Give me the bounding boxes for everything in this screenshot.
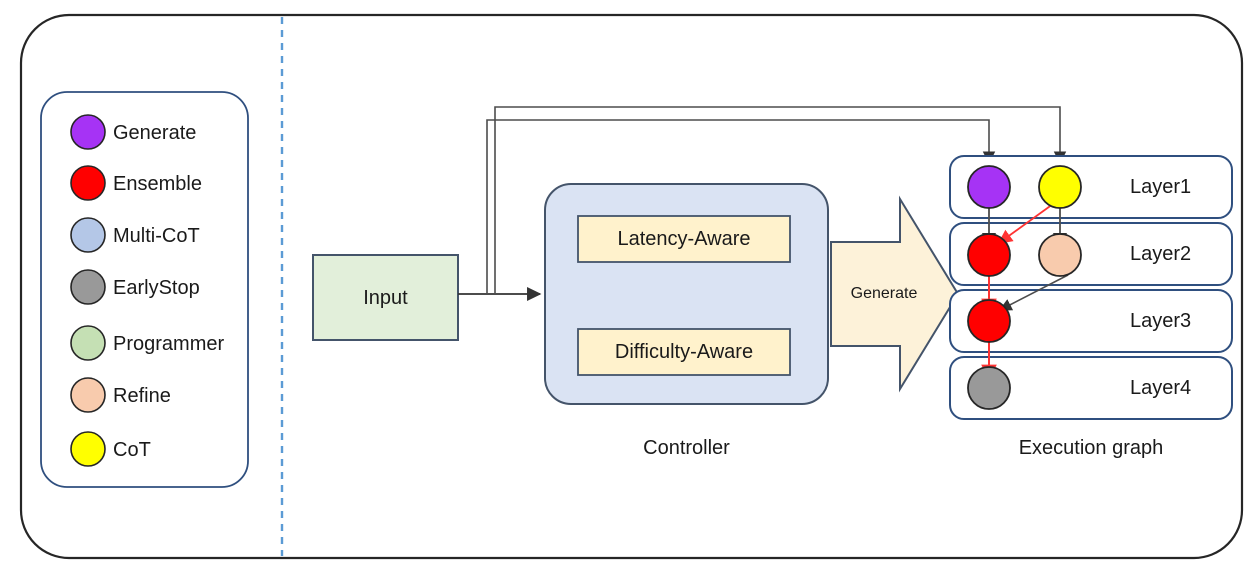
node-layer3-ensemble [967, 299, 1011, 343]
legend-label-programmer: Programmer [113, 333, 225, 355]
latency-aware-box [577, 215, 791, 263]
layer-panel-3 [949, 289, 1233, 353]
legend-dot-generate [70, 114, 106, 150]
layer-label-4: Layer4 [1130, 377, 1192, 399]
layer-panel-1 [949, 155, 1233, 219]
legend-dot-refine [70, 377, 106, 413]
layer-panel-2 [949, 222, 1233, 286]
legend-dot-programmer [70, 325, 106, 361]
feedback-edge-to-cot [494, 106, 1067, 294]
input-box [312, 254, 459, 341]
edge-refine-to-ensemble [998, 274, 1069, 311]
generate-block-arrow [830, 195, 960, 393]
layer-label-3: Layer3 [1130, 310, 1192, 332]
node-layer4-earlystop [967, 366, 1011, 410]
latency-aware-label: Latency-Aware [617, 228, 751, 250]
node-layer1-generate [967, 165, 1011, 209]
input-label: Input [363, 287, 408, 309]
controller-caption: Controller [643, 437, 730, 459]
legend-dot-ensemble [70, 165, 106, 201]
layer-panel-4 [949, 356, 1233, 420]
difficulty-aware-box [577, 328, 791, 376]
node-layer2-ensemble [967, 233, 1011, 277]
feedback-edge-to-generate [486, 119, 996, 294]
legend-label-multi-cot: Multi-CoT [113, 225, 200, 247]
legend-dot-earlystop [70, 269, 106, 305]
outer-frame [19, 13, 1244, 560]
legend-label-ensemble: Ensemble [113, 173, 202, 195]
generate-arrow-label: Generate [850, 285, 918, 302]
node-layer1-cot [1038, 165, 1082, 209]
edge-cot-to-ensemble [997, 203, 1054, 244]
difficulty-aware-label: Difficulty-Aware [614, 341, 754, 363]
layer-label-2: Layer2 [1130, 243, 1192, 265]
node-layer2-refine [1038, 233, 1082, 277]
legend-dot-multi-cot [70, 217, 106, 253]
legend-label-earlystop: EarlyStop [113, 277, 200, 299]
execution-graph-caption: Execution graph [1018, 437, 1164, 459]
legend-label-cot: CoT [113, 439, 151, 461]
legend-label-generate: Generate [113, 122, 197, 144]
legend-label-refine: Refine [113, 385, 171, 407]
layer-label-1: Layer1 [1130, 176, 1192, 198]
legend-dot-cot [70, 431, 106, 467]
